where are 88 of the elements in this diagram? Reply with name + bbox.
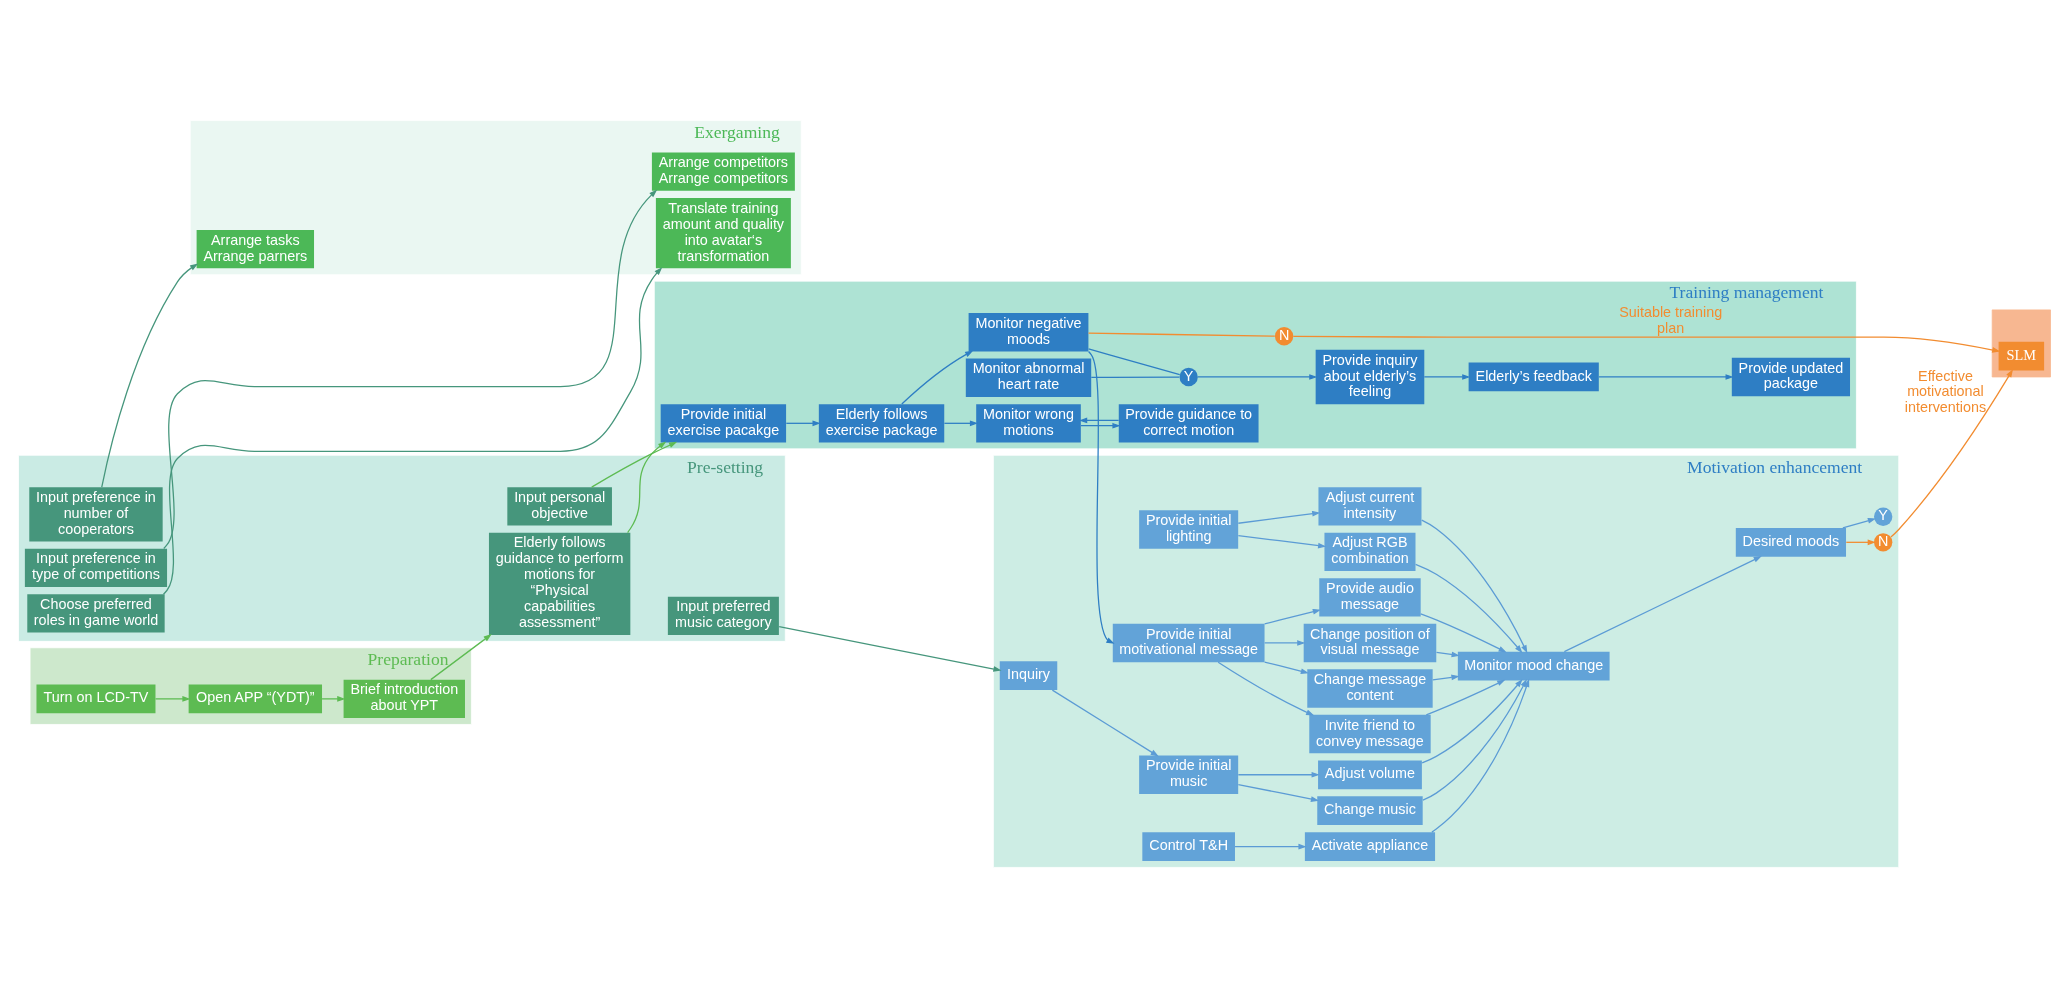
arrow bbox=[1435, 651, 1460, 657]
arrow bbox=[1598, 373, 1734, 380]
node-box: Change message content bbox=[1307, 668, 1433, 708]
arrow bbox=[1087, 350, 1115, 644]
node-circle: Y bbox=[1874, 507, 1893, 526]
node-box: Adjust RGB combination bbox=[1324, 532, 1416, 571]
arrow bbox=[163, 189, 658, 549]
arrow bbox=[1563, 555, 1762, 652]
arrow bbox=[1234, 843, 1307, 849]
node-box: Monitor negative moods bbox=[968, 312, 1089, 351]
arrow bbox=[1264, 660, 1309, 674]
node-box: Choose preferred roles in game world bbox=[27, 593, 165, 633]
arrow bbox=[1237, 783, 1320, 802]
arrow bbox=[1237, 510, 1321, 524]
arrow bbox=[1420, 612, 1507, 653]
node-box: Desired moods bbox=[1735, 527, 1847, 557]
node-box: Monitor abnormal heart rate bbox=[965, 358, 1092, 397]
arrow bbox=[1422, 678, 1527, 801]
node-box: Provide initial lighting bbox=[1139, 509, 1239, 549]
node-box: Provide inquiry about elderly’s feeling bbox=[1315, 349, 1425, 404]
node-box: Arrange tasks Arrange parners bbox=[196, 229, 315, 268]
node-box: Change music bbox=[1317, 795, 1423, 825]
arrow bbox=[1264, 608, 1321, 625]
arrow bbox=[1237, 534, 1327, 548]
node-box: Input preferred music category bbox=[667, 596, 779, 635]
connector bbox=[1087, 332, 1276, 337]
node-box: SLM bbox=[1998, 341, 2045, 371]
edge-label: Suitable training plan bbox=[1619, 303, 1723, 336]
arrow bbox=[1197, 373, 1318, 380]
node-box: Provide initial exercise pacakge bbox=[660, 403, 787, 442]
connector bbox=[1090, 375, 1180, 378]
arrow bbox=[321, 695, 346, 702]
node-box: Translate training amount and quality into avatar‘s transformation bbox=[655, 197, 791, 268]
node-box: Monitor wrong motions bbox=[976, 403, 1081, 442]
node-box: Input preference in number of cooperators bbox=[29, 486, 163, 542]
arrow bbox=[1421, 678, 1523, 764]
arrow bbox=[591, 441, 678, 488]
node-box: Input personal objective bbox=[507, 486, 612, 526]
node-box: Brief introduction about YPT bbox=[343, 679, 465, 718]
arrow bbox=[154, 695, 191, 702]
connector bbox=[1087, 347, 1181, 375]
arrow bbox=[627, 441, 667, 533]
arrow bbox=[1079, 417, 1120, 423]
node-circle: N bbox=[1874, 532, 1893, 551]
node-box: Turn on LCD-TV bbox=[36, 684, 156, 713]
arrow bbox=[901, 350, 974, 405]
node-box: Provide updated package bbox=[1731, 357, 1850, 396]
node-box: Invite friend to convey message bbox=[1309, 714, 1431, 753]
node-box: Input preference in type of competitions bbox=[24, 548, 168, 587]
node-circle: N bbox=[1274, 326, 1294, 345]
arrow bbox=[1423, 373, 1471, 380]
node-box: Change position of visual message bbox=[1303, 623, 1437, 662]
arrow bbox=[1292, 335, 2001, 353]
arrow bbox=[1842, 517, 1876, 529]
node-box: Adjust current intensity bbox=[1318, 486, 1422, 526]
arrow bbox=[1051, 689, 1159, 757]
node-box: Elderly follows guidance to perform motions for “Physical capabilities assessment” bbox=[488, 532, 631, 635]
node-box: Inquiry bbox=[999, 660, 1058, 690]
node-box: Control T&H bbox=[1142, 831, 1235, 861]
node-box: Monitor mood change bbox=[1457, 651, 1610, 680]
arrow bbox=[1890, 368, 2013, 538]
arrow bbox=[162, 266, 663, 595]
arrow bbox=[1845, 538, 1876, 545]
arrow bbox=[1415, 563, 1523, 653]
arrow bbox=[785, 419, 821, 426]
arrow bbox=[1217, 661, 1315, 716]
node-box: Provide audio message bbox=[1319, 577, 1421, 617]
node-box: Elderly’s feedback bbox=[1468, 362, 1599, 391]
node-circle: Y bbox=[1179, 367, 1198, 386]
arrow bbox=[430, 633, 492, 680]
node-box: Activate appliance bbox=[1304, 831, 1436, 861]
arrow bbox=[1080, 422, 1121, 429]
arrow bbox=[1432, 674, 1460, 681]
arrow bbox=[778, 625, 1002, 672]
arrow bbox=[943, 419, 979, 426]
node-box: Provide guidance to correct motion bbox=[1118, 403, 1259, 442]
node-box: Provide initial music bbox=[1139, 755, 1239, 794]
arrow bbox=[1264, 639, 1306, 646]
arrow bbox=[1237, 771, 1320, 778]
node-box: Open APP “(YDT)” bbox=[188, 684, 322, 713]
node-box: Arrange competitors Arrange competitors bbox=[651, 152, 795, 191]
arrow bbox=[1425, 679, 1506, 715]
node-box: Provide initial motivational message bbox=[1112, 623, 1265, 662]
node-box: Elderly follows exercise package bbox=[818, 403, 945, 442]
node-box: Adjust volume bbox=[1318, 759, 1422, 789]
arrow bbox=[1421, 519, 1528, 653]
arrow bbox=[101, 263, 199, 488]
edge-label: Effective motivational interventions bbox=[1904, 367, 1987, 415]
